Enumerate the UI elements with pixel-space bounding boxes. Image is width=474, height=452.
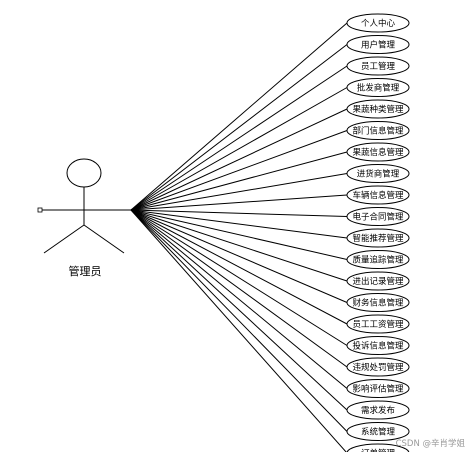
association-line: [130, 87, 348, 211]
association-line: [130, 22, 348, 211]
association-line: [130, 108, 348, 211]
use-case: 员工管理: [346, 56, 410, 76]
use-case-ellipse: [346, 422, 410, 441]
use-case-ellipse: [346, 142, 410, 162]
association-line: [130, 209, 348, 368]
use-case-label: 部门信息管理: [352, 126, 404, 137]
use-case: 财务信息管理: [346, 293, 410, 312]
use-case-ellipse: [346, 400, 410, 420]
use-case-ellipse: [346, 185, 410, 205]
use-case-ellipse: [346, 56, 410, 76]
use-case: 员工工资管理: [346, 314, 410, 334]
use-case-ellipse: [346, 207, 410, 226]
use-case: 智能推荐管理: [346, 228, 410, 248]
use-case-label: 车辆信息管理: [352, 190, 404, 201]
use-case: 质量追踪管理: [346, 250, 410, 269]
association-line: [130, 44, 348, 211]
association-line: [130, 173, 348, 211]
use-case: 果蔬种类管理: [346, 99, 410, 119]
association-line: [130, 209, 348, 411]
use-case: 需求发布: [346, 400, 410, 420]
association-line: [130, 151, 348, 211]
use-case-label: 果蔬信息管理: [352, 147, 404, 158]
association-line: [130, 209, 348, 389]
association-line: [130, 130, 348, 211]
use-case-ellipse: [346, 336, 410, 355]
use-case-label: 个人中心: [361, 18, 396, 29]
association-line: [130, 209, 348, 346]
association-line: [130, 209, 347, 452]
use-case: 部门信息管理: [346, 121, 410, 140]
use-case-ellipse: [346, 121, 410, 140]
use-case-label: 影响评估管理: [352, 384, 404, 395]
use-case-label: 质量追踪管理: [352, 255, 404, 266]
use-case-ellipse: [346, 164, 410, 183]
use-case-label: 用户管理: [361, 40, 396, 51]
use-case-ellipse: [346, 99, 410, 119]
association-lines: [130, 22, 348, 452]
actor-figure: [37, 158, 131, 254]
use-case: 影响评估管理: [346, 379, 410, 398]
use-case-label: 员工管理: [361, 61, 396, 72]
use-case-ellipse: [346, 357, 410, 377]
association-line: [130, 209, 348, 239]
actor-label: 管理员: [69, 264, 102, 278]
use-case: 投诉信息管理: [346, 336, 410, 355]
use-case-label: 需求发布: [361, 405, 395, 416]
use-case: 系统管理: [346, 422, 410, 441]
connection-handle: [37, 207, 43, 213]
use-case-ellipse: [346, 443, 410, 452]
association-line: [130, 209, 348, 303]
use-case-label: 员工工资管理: [352, 319, 404, 330]
use-case: 用户管理: [346, 35, 410, 54]
use-case-list: 个人中心用户管理员工管理批发商管理果蔬种类管理部门信息管理果蔬信息管理进货商管理…: [346, 13, 410, 452]
use-case-ellipse: [346, 35, 410, 54]
association-line: [130, 209, 348, 325]
association-line: [130, 209, 348, 217]
association-line: [130, 65, 348, 211]
actor-left-leg: [43, 224, 85, 254]
use-case-ellipse: [346, 314, 410, 334]
use-case: 进货商管理: [346, 164, 410, 183]
association-line: [130, 209, 348, 260]
use-case-label: 投诉信息管理: [352, 341, 404, 352]
use-case-ellipse: [346, 78, 410, 97]
use-case-label: 财务信息管理: [352, 298, 404, 309]
use-case: 订单管理: [346, 443, 410, 452]
use-case: 车辆信息管理: [346, 185, 410, 205]
use-case: 电子合同管理: [346, 207, 410, 226]
use-case: 个人中心: [346, 13, 410, 33]
use-case-label: 批发商管理: [357, 83, 400, 94]
use-case-ellipse: [346, 293, 410, 312]
association-line: [130, 194, 348, 211]
use-case: 违规处罚管理: [346, 357, 410, 377]
watermark: CSDN @辛肖学姐: [396, 438, 466, 449]
use-case: 进出记录管理: [346, 271, 410, 291]
use-case-label: 订单管理: [361, 448, 396, 452]
use-case-label: 进出记录管理: [352, 276, 404, 287]
use-case-label: 违规处罚管理: [352, 362, 404, 373]
actor-head: [66, 158, 102, 188]
use-case-label: 果蔬种类管理: [352, 104, 404, 115]
use-case-label: 进货商管理: [357, 169, 400, 180]
use-case-ellipse: [346, 271, 410, 291]
use-case-label: 系统管理: [361, 427, 396, 438]
use-case-ellipse: [346, 13, 410, 33]
association-line: [130, 209, 348, 282]
use-case-label: 电子合同管理: [352, 212, 404, 223]
use-case-ellipse: [346, 379, 410, 398]
use-case-label: 智能推荐管理: [352, 233, 404, 244]
use-case-ellipse: [346, 228, 410, 248]
association-line: [130, 209, 348, 432]
actor-right-leg: [83, 224, 125, 254]
use-case: 果蔬信息管理: [346, 142, 410, 162]
use-case-ellipse: [346, 250, 410, 269]
use-case: 批发商管理: [346, 78, 410, 97]
